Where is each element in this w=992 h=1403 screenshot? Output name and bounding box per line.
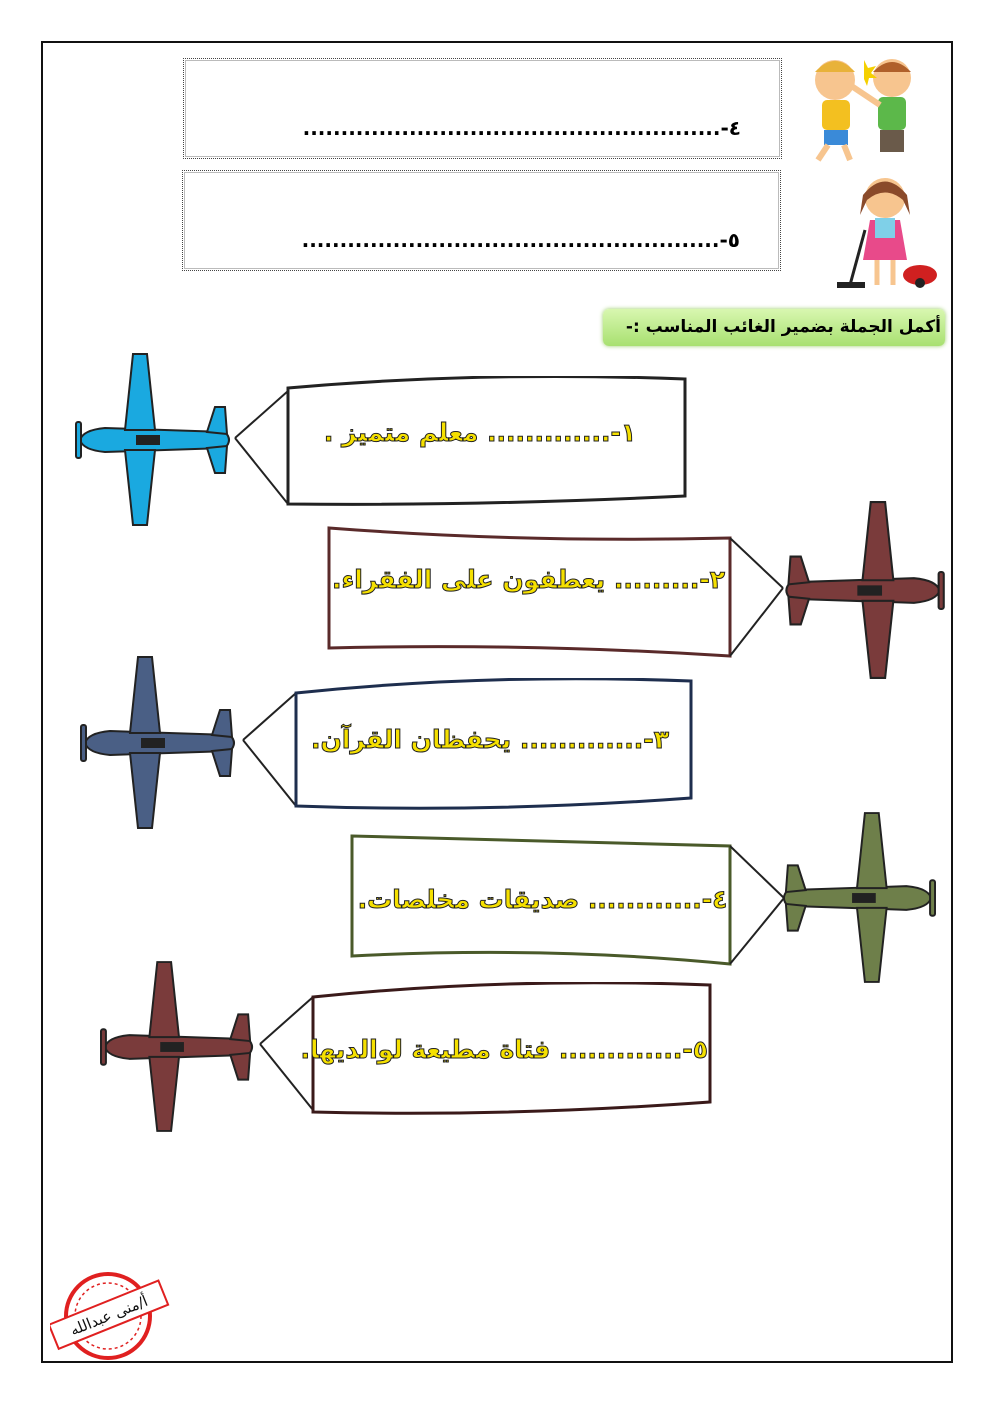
page-border (41, 41, 953, 1363)
answer-box-4[interactable]: ٤-......................................… (183, 58, 782, 159)
kids-fighting-image (815, 59, 911, 162)
airplane-icon (80, 656, 235, 829)
airplane-icon (785, 501, 945, 679)
banner (350, 834, 785, 966)
answer-line: ٥-......................................… (301, 228, 740, 252)
answer-line: ٤-......................................… (302, 116, 741, 140)
banner (327, 526, 784, 658)
airplane-icon (782, 812, 936, 983)
banner (242, 678, 693, 810)
girl-vacuuming-image (837, 178, 937, 288)
airplane-icon (75, 353, 230, 526)
sentence-1[interactable]: ١-............. معلم متميز . (323, 418, 637, 448)
sentence-5[interactable]: ٥-............. فتاة مطيعة لوالديها. (300, 1035, 708, 1065)
banner (259, 982, 712, 1115)
instruction-label: أكمل الجملة بضمير الغائب المناسب :- (603, 309, 945, 346)
answer-box-5[interactable]: ٥-......................................… (182, 170, 781, 271)
sentence-3[interactable]: ٣-............. يحفظان القرآن. (311, 725, 670, 755)
banner (234, 376, 687, 506)
teacher-stamp: أ/منى عبدالله (50, 1272, 170, 1360)
sentence-2[interactable]: ٢-......... يعطفون على الفقراء. (332, 565, 726, 595)
airplane-icon (100, 961, 254, 1132)
sentence-4[interactable]: ٤-............ صديقات مخلصات. (357, 885, 728, 915)
